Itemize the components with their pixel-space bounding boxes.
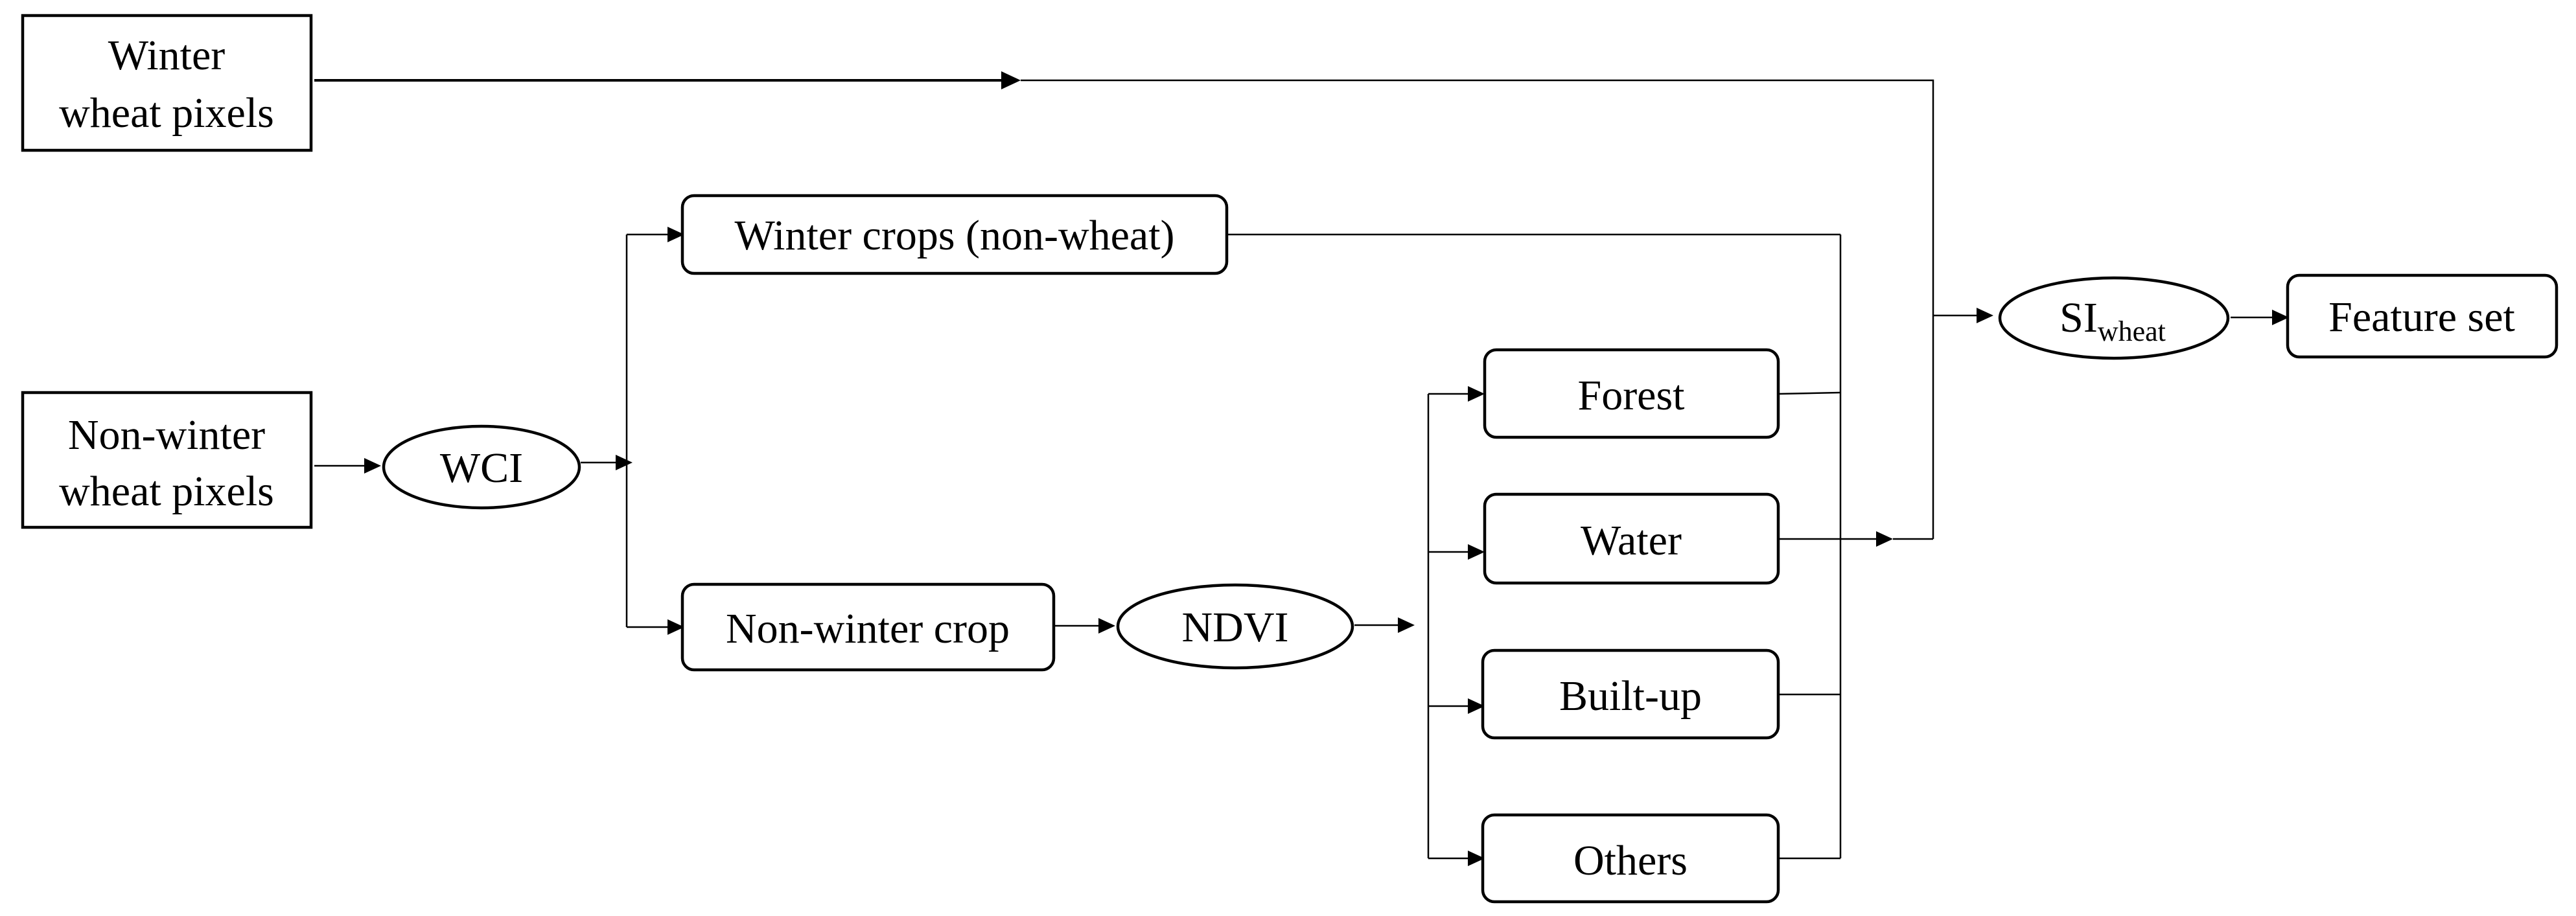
node-forest: Forest	[1483, 348, 1780, 439]
node-ndvi: NDVI	[1116, 583, 1354, 670]
arrowhead-others	[1468, 851, 1485, 866]
arrowhead-non-winter-crop	[667, 619, 684, 635]
node-label: SIwheat	[2060, 294, 2166, 347]
arrowhead-si-wheat	[1977, 308, 1993, 323]
node-others: Others	[1481, 813, 1780, 904]
node-built-up: Built-up	[1481, 648, 1780, 740]
arrowhead-to-wci	[364, 458, 381, 474]
arrowhead-ndvi	[1098, 618, 1115, 634]
node-label-line2: wheat pixels	[59, 89, 274, 137]
arrowhead-built-up	[1468, 698, 1485, 714]
arrowhead-wci-split	[616, 455, 632, 470]
node-wci: WCI	[382, 424, 581, 510]
node-label-line1: Non-winter	[68, 411, 265, 459]
node-label: Feature set	[2328, 293, 2515, 341]
node-winter-crops: Winter crops (non-wheat)	[680, 194, 1229, 275]
arrowhead-ndvi-split2	[1398, 617, 1415, 633]
arrowhead-merge	[1876, 531, 1893, 547]
arrowhead-forest	[1468, 386, 1485, 402]
node-label: Others	[1573, 837, 1688, 884]
node-label: WCI	[440, 444, 523, 492]
node-label-line2: wheat pixels	[59, 468, 274, 515]
node-winter-wheat-pixels: Winter wheat pixels	[21, 14, 313, 152]
connectors	[314, 71, 2289, 866]
si-subscript-text: wheat	[2098, 315, 2166, 347]
node-label: Winter crops (non-wheat)	[734, 212, 1174, 259]
node-feature-set: Feature set	[2286, 273, 2559, 359]
arrowhead-winter-crops	[667, 227, 684, 242]
arrowhead-winter-wheat	[1001, 71, 1021, 89]
node-non-winter-wheat-pixels: Non-winter wheat pixels	[21, 391, 313, 529]
arrowhead-water	[1468, 544, 1485, 560]
node-si-wheat: SIwheat	[1998, 276, 2230, 360]
node-label-line1: Winter	[108, 32, 226, 79]
node-label: Forest	[1578, 372, 1685, 419]
node-water: Water	[1483, 492, 1780, 585]
connector-top-to-right	[1021, 79, 1934, 539]
si-base-text: SI	[2060, 294, 2098, 341]
connector-forest-right	[1778, 391, 1841, 395]
node-label: Built-up	[1559, 672, 1702, 720]
node-label: Non-winter crop	[726, 605, 1010, 652]
arrowhead-feature-set	[2272, 310, 2289, 325]
node-label: NDVI	[1182, 604, 1289, 651]
node-non-winter-crop: Non-winter crop	[680, 582, 1056, 672]
node-label: Water	[1581, 517, 1682, 564]
